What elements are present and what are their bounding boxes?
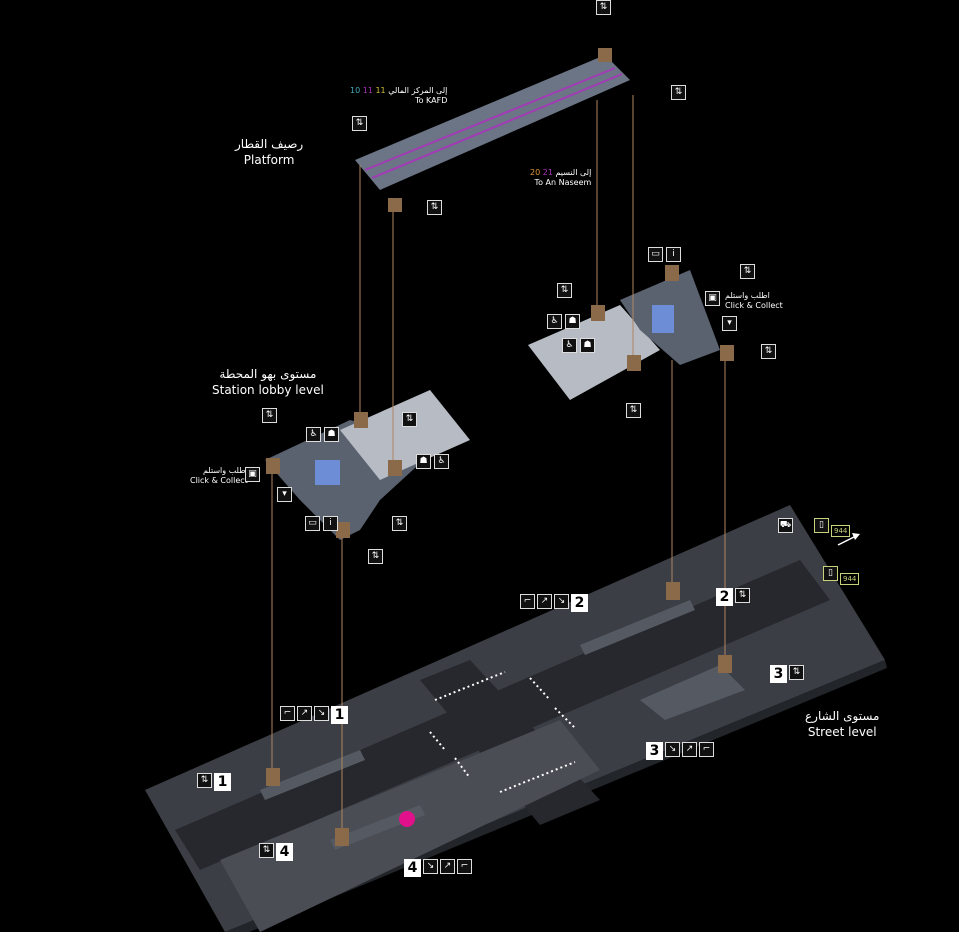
elevator-icon: ⇅ — [368, 549, 383, 564]
entrance-number: 3 — [770, 665, 787, 683]
entrance-3-icons: 3↘↗⌐ — [646, 742, 714, 760]
elevator-icon: ⇅ — [262, 408, 277, 423]
entrance-4-elevator: ⇅4 — [259, 843, 293, 861]
escalator-icon: ↘ — [665, 742, 680, 757]
entrance-number: 1 — [331, 706, 348, 724]
elevator-icon: ⇅ — [761, 344, 776, 359]
elevator-icon: ⇅ — [789, 665, 804, 680]
entrance-2-number: 2 — [571, 594, 588, 612]
elevator-icon: ⇅ — [402, 412, 417, 427]
prayer-icon: ▾ — [722, 316, 737, 331]
entrance-number: 2 — [716, 588, 733, 606]
toilet-icon: ☗ — [580, 338, 595, 353]
entrance-1-icons: ⌐↗↘1 — [280, 706, 348, 724]
elevator-icon: ⇅ — [735, 588, 750, 603]
wheelchair-icon: ♿ — [547, 314, 562, 329]
wheelchair-icon: ♿ — [434, 454, 449, 469]
track-2 — [371, 73, 623, 179]
elevator-icon: ⇅ — [740, 264, 755, 279]
entrance-canopy-3 — [640, 665, 745, 720]
elevator-boxes — [266, 48, 734, 846]
toilet-icon: ☗ — [324, 427, 339, 442]
info-icon: i — [323, 516, 338, 531]
elevator-icon: ⇅ — [626, 403, 641, 418]
entrance-number: 4 — [404, 859, 421, 877]
entrance-number: 4 — [276, 843, 293, 861]
entrance-4-icons: 4↘↗⌐ — [404, 859, 472, 877]
bus-route: 944 — [831, 525, 851, 537]
ticket-icon: ▭ — [648, 247, 663, 262]
stairs-icon: ⌐ — [457, 859, 472, 874]
click-collect-icon: ▣ — [245, 467, 260, 482]
bus-route: 944 — [840, 573, 860, 585]
lobby-right-blue — [652, 305, 674, 333]
escalator-icon: ↗ — [682, 742, 697, 757]
entrance-canopy-1 — [260, 750, 365, 800]
taxi-icon: ⛟ — [778, 518, 793, 533]
elevator-icon: ⇅ — [259, 843, 274, 858]
click-collect-icon: ▣ — [705, 291, 720, 306]
elevator-shafts — [271, 95, 726, 830]
crosswalks — [429, 671, 576, 793]
stairs-icon: ⌐ — [699, 742, 714, 757]
wheelchair-icon: ♿ — [306, 427, 321, 442]
elevator-icon: ⇅ — [671, 85, 686, 100]
escalator-icon: ↘ — [314, 706, 329, 721]
entrance-2-icons: ⌐↗↘2 — [520, 594, 588, 612]
toilet-icon: ☗ — [565, 314, 580, 329]
entrance-1-elevator: ⇅1 — [197, 773, 231, 791]
elevator-icon: ⇅ — [352, 116, 367, 131]
elevator-icon: ⇅ — [392, 516, 407, 531]
elevator-icon: ⇅ — [557, 283, 572, 298]
escalator-icon: ↗ — [440, 859, 455, 874]
pedestrian-marker — [399, 811, 415, 827]
ticket-icon: ▭ — [305, 516, 320, 531]
info-icon: i — [666, 247, 681, 262]
elevator-icon: ⇅ — [197, 773, 212, 788]
entrance-number: 3 — [646, 742, 663, 760]
stairs-icon: ⌐ — [280, 706, 295, 721]
entrance-number: 1 — [214, 773, 231, 791]
entrance-3-elevator: 3⇅ — [770, 665, 804, 683]
escalator-icon: ↗ — [537, 594, 552, 609]
bus-icon: ▯ — [814, 518, 829, 533]
elevator-icon: ⇅ — [427, 200, 442, 215]
entrance-2-elevator: 2⇅ — [716, 588, 750, 606]
escalator-icon: ↘ — [423, 859, 438, 874]
entrance-canopy-2 — [580, 600, 695, 655]
track-1 — [364, 67, 616, 171]
lobby-left-block — [340, 390, 470, 480]
wheelchair-icon: ♿ — [562, 338, 577, 353]
stairs-icon: ⌐ — [520, 594, 535, 609]
toilet-icon: ☗ — [416, 454, 431, 469]
elevator-icon: ⇅ — [596, 0, 611, 15]
bus-icon: ▯ — [823, 566, 838, 581]
lobby-left-blue — [315, 460, 340, 485]
escalator-icon: ↗ — [297, 706, 312, 721]
escalator-icon: ↘ — [554, 594, 569, 609]
prayer-icon: ▾ — [277, 487, 292, 502]
arrow-head — [852, 533, 860, 540]
